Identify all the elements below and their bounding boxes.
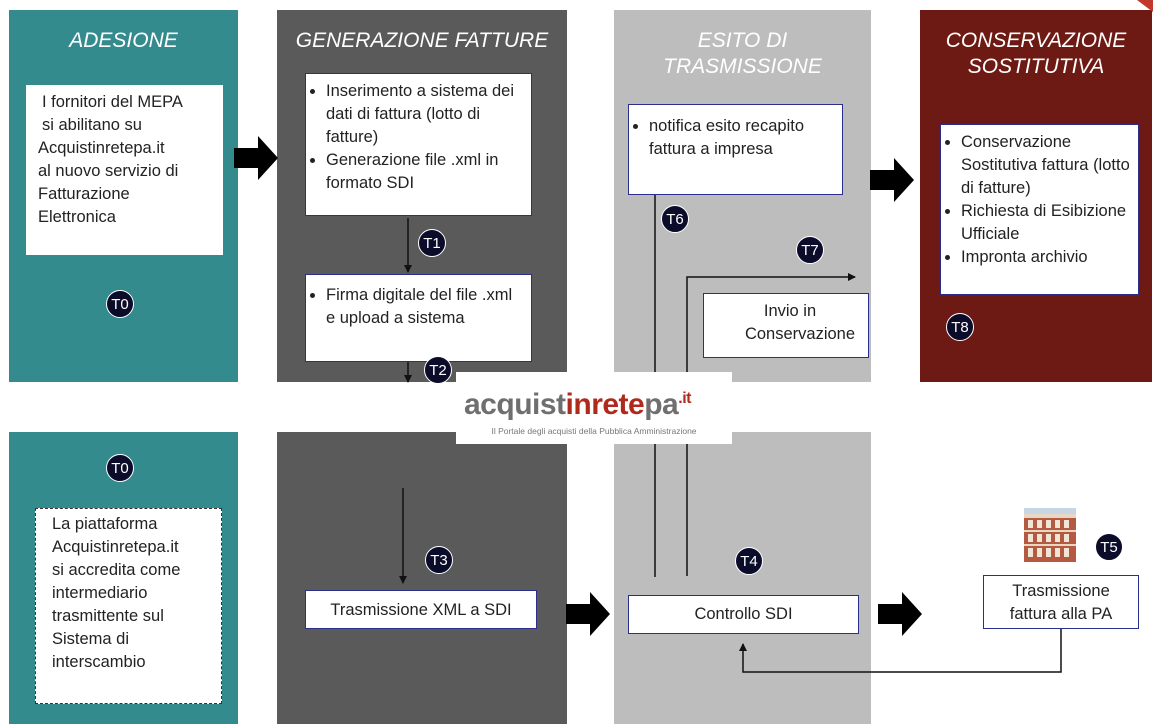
big-arrow-4 xyxy=(878,592,922,636)
conservazione-box: Conservazione Sostitutiva fattura (lotto… xyxy=(940,124,1139,295)
badge-t1: T1 xyxy=(418,229,446,257)
logo-part1: acquist xyxy=(464,388,566,421)
inserimento-item: Inserimento a sistema dei dati di fattur… xyxy=(326,80,525,149)
adesione-line: Acquistinretepa.it xyxy=(38,139,165,157)
logo-part2: inrete xyxy=(565,388,645,421)
pa-building-image xyxy=(1024,508,1076,562)
trasmissione-xml-box: Trasmissione XML a SDI xyxy=(305,590,537,629)
invio-box: Invio in Conservazione xyxy=(703,293,869,358)
trasmissione-pa-line1: Trasmissione xyxy=(1012,582,1110,600)
conservazione-item: Richiesta di Esibizione Ufficiale xyxy=(961,200,1134,246)
adesione-line: Elettronica xyxy=(38,208,116,226)
conservazione-item: Conservazione Sostitutiva fattura (lotto… xyxy=(961,131,1134,200)
trasmissione-xml-label: Trasmissione XML a SDI xyxy=(330,601,512,619)
inserimento-box: Inserimento a sistema dei dati di fattur… xyxy=(305,73,532,216)
accredita-line: interscambio xyxy=(52,653,146,671)
notifica-box: notifica esito recapito fattura a impres… xyxy=(628,104,843,195)
big-arrow-2 xyxy=(870,158,914,202)
esito-panel-bottom xyxy=(614,432,871,724)
accredita-line: trasmittente sul xyxy=(52,607,164,625)
arrow-return-sdi xyxy=(739,629,1062,673)
trasmissione-pa-line2: fattura alla PA xyxy=(1009,605,1113,623)
acquistinretepa-logo: acquistinretepa.it Il Portale degli acqu… xyxy=(456,372,732,444)
adesione-title: ADESIONE xyxy=(69,29,178,52)
invio-line2: Conservazione xyxy=(744,325,856,343)
badge-t5: T5 xyxy=(1095,533,1123,561)
big-arrow-1 xyxy=(234,136,278,180)
controllo-sdi-box: Controllo SDI xyxy=(628,595,859,634)
adesione-line: I fornitori del MEPA xyxy=(42,93,183,111)
big-arrow-3 xyxy=(566,592,610,636)
accredita-box: La piattaforma Acquistinretepa.it si acc… xyxy=(35,508,222,704)
logo-tld: .it xyxy=(678,390,691,407)
firma-item: Firma digitale del file .xml e upload a … xyxy=(326,284,525,330)
accredita-line: intermediario xyxy=(52,584,148,602)
accredita-line: Acquistinretepa.it xyxy=(52,538,179,556)
badge-t3: T3 xyxy=(425,546,453,574)
adesione-line: al nuovo servizio di xyxy=(38,162,179,180)
corner-mark xyxy=(1137,0,1153,12)
logo-tagline: Il Portale degli acquisti della Pubblica… xyxy=(491,426,697,436)
esito-title-line2: TRASMISSIONE xyxy=(663,55,822,78)
firma-box: Firma digitale del file .xml e upload a … xyxy=(305,274,532,362)
conservazione-title: CONSERVAZIONE SOSTITUTIVA xyxy=(920,28,1152,80)
invio-line1: Invio in xyxy=(763,302,817,320)
adesione-line: si abilitano su xyxy=(42,116,142,134)
controllo-sdi-label: Controllo SDI xyxy=(694,605,793,623)
badge-t8: T8 xyxy=(946,313,974,341)
accredita-line: La piattaforma xyxy=(52,515,158,533)
adesione-line: Fatturazione xyxy=(38,185,130,203)
conservazione-item: Impronta archivio xyxy=(961,246,1134,269)
generazione-panel-bottom xyxy=(277,432,567,724)
adesione-box: I fornitori del MEPA si abilitano su Acq… xyxy=(26,85,223,255)
accredita-line: si accredita come xyxy=(52,561,181,579)
esito-title: ESITO DI TRASMISSIONE xyxy=(614,28,871,80)
notifica-item: notifica esito recapito fattura a impres… xyxy=(649,115,836,161)
esito-title-line1: ESITO DI xyxy=(697,29,788,52)
conservazione-title-line1: CONSERVAZIONE xyxy=(945,29,1127,52)
trasmissione-pa-box: Trasmissione fattura alla PA xyxy=(983,575,1139,629)
logo-part3: pa xyxy=(644,388,679,421)
arrow-t7 xyxy=(686,273,856,576)
accredita-line: Sistema di xyxy=(52,630,130,648)
logo-wordmark: acquistinretepa.it xyxy=(464,388,691,422)
badge-t6: T6 xyxy=(661,205,689,233)
inserimento-item: Generazione file .xml in formato SDI xyxy=(326,149,525,195)
badge-t2: T2 xyxy=(424,356,452,384)
badge-t7: T7 xyxy=(796,236,824,264)
conservazione-title-line2: SOSTITUTIVA xyxy=(967,55,1105,78)
badge-t0-top: T0 xyxy=(106,290,134,318)
badge-t0-bottom: T0 xyxy=(106,454,134,482)
badge-t4: T4 xyxy=(735,547,763,575)
generazione-title: GENERAZIONE FATTURE xyxy=(295,29,549,52)
